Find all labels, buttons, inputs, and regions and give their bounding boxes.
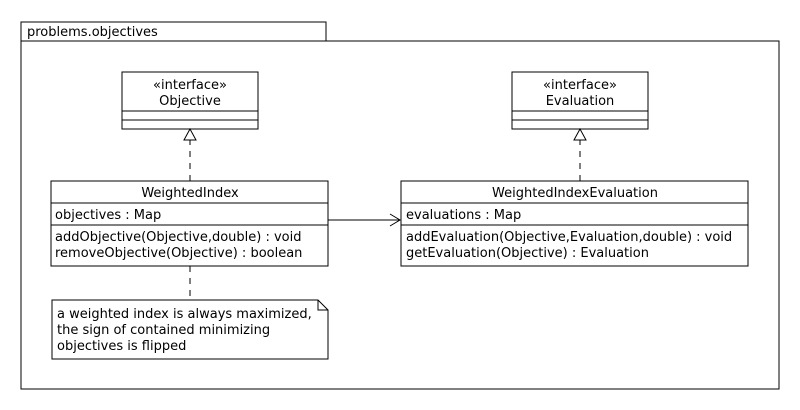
note-line: a weighted index is always maximized,	[57, 307, 312, 322]
note-line: the sign of contained minimizing	[57, 323, 270, 338]
evaluation-interface[interactable]: «interface» Evaluation	[511, 71, 649, 130]
evaluation-name: Evaluation	[546, 94, 615, 109]
open-arrowhead-icon	[389, 213, 401, 227]
objective-stereotype: «interface»	[153, 78, 227, 93]
hollow-triangle-arrowhead-icon	[183, 127, 197, 141]
note[interactable]: a weighted index is always maximized, th…	[51, 299, 329, 360]
hollow-triangle-arrowhead-icon	[573, 127, 587, 141]
note-folded-corner-icon	[317, 300, 328, 311]
evaluation-stereotype: «interface»	[543, 78, 617, 93]
realization-objective	[183, 127, 197, 181]
weighted-index-attribute: objectives : Map	[55, 208, 161, 223]
weighted-index-name: WeightedIndex	[141, 186, 239, 201]
weighted-index-operation: removeObjective(Objective) : boolean	[55, 246, 302, 261]
weighted-index-evaluation-operation: getEvaluation(Objective) : Evaluation	[406, 246, 649, 261]
association-arrow	[328, 213, 401, 227]
objective-interface[interactable]: «interface» Objective	[121, 71, 259, 130]
weighted-index-evaluation-class[interactable]: WeightedIndexEvaluation evaluations : Ma…	[400, 180, 749, 267]
weighted-index-evaluation-operation: addEvaluation(Objective,Evaluation,doubl…	[406, 230, 732, 245]
realization-evaluation	[573, 127, 587, 181]
objective-name: Objective	[159, 94, 221, 109]
package-name: problems.objectives	[27, 25, 158, 40]
note-line: objectives is flipped	[57, 339, 186, 354]
weighted-index-evaluation-name: WeightedIndexEvaluation	[492, 186, 658, 201]
weighted-index-class[interactable]: WeightedIndex objectives : Map addObject…	[50, 180, 329, 267]
weighted-index-evaluation-attribute: evaluations : Map	[406, 208, 521, 223]
weighted-index-operation: addObjective(Objective,double) : void	[55, 230, 302, 245]
